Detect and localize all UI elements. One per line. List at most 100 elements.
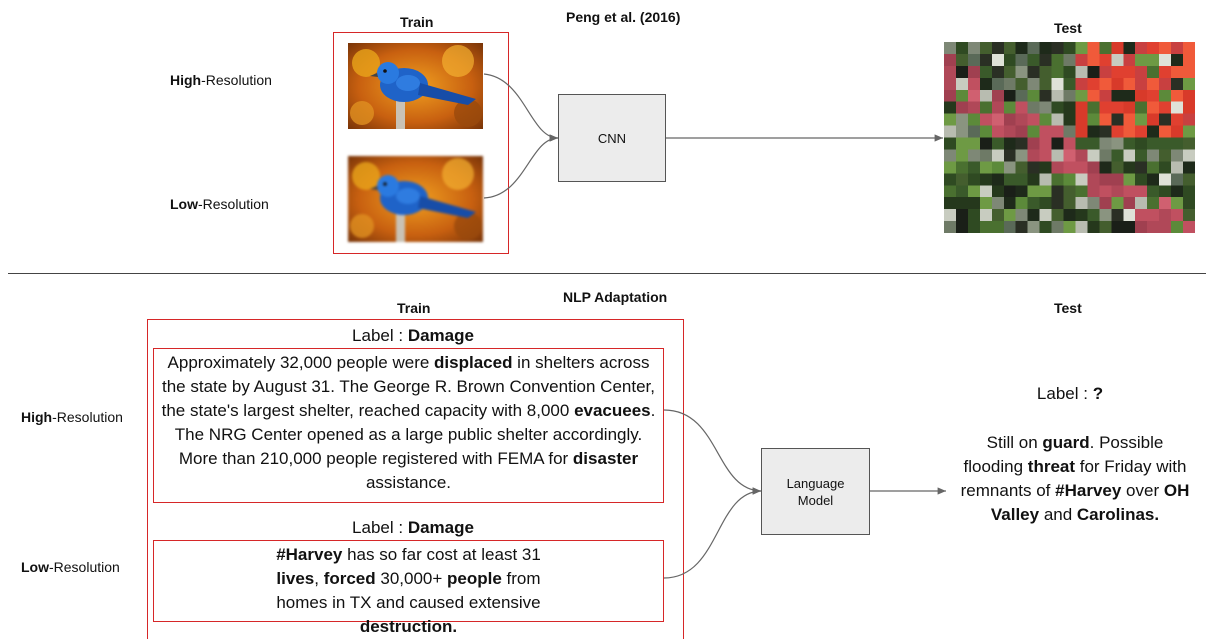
pixel-cell	[1051, 42, 1065, 55]
pixel-cell	[1123, 173, 1136, 186]
pixel-cell	[1099, 65, 1112, 79]
pixel-cell	[1171, 113, 1184, 127]
pixel-cell	[1087, 173, 1100, 186]
pixel-cell	[1039, 89, 1053, 103]
pixel-cell	[1015, 137, 1029, 151]
pixel-cell	[967, 197, 981, 210]
pixel-cell	[1135, 89, 1148, 103]
pixel-cell	[1159, 161, 1172, 174]
pixel-cell	[1159, 101, 1172, 115]
pixel-cell	[1183, 53, 1196, 67]
pixel-cell	[1171, 53, 1184, 67]
pixel-cell	[1039, 221, 1053, 234]
pixel-cell	[1135, 53, 1148, 67]
pixel-cell	[979, 161, 993, 174]
pixel-cell	[1099, 53, 1112, 67]
pixel-cell	[944, 209, 957, 222]
pixel-cell	[967, 65, 981, 79]
pixel-cell	[1075, 101, 1089, 115]
pixel-cell	[967, 185, 981, 198]
pixel-cell	[1051, 101, 1065, 115]
pixel-cell	[1099, 125, 1112, 139]
pixel-cell	[979, 197, 993, 210]
pixel-cell	[1039, 77, 1053, 91]
pixel-cell	[1147, 113, 1160, 127]
pixel-cell	[1003, 101, 1017, 115]
pixel-cell	[1027, 42, 1041, 55]
pixel-cell	[955, 137, 969, 151]
pixel-cell	[955, 209, 969, 222]
pixel-cell	[1063, 221, 1077, 234]
pixel-cell	[1051, 221, 1065, 234]
pixel-cell	[1039, 149, 1053, 162]
pixel-cell	[967, 149, 981, 162]
pixel-cell	[1063, 42, 1077, 55]
pixel-cell	[1099, 209, 1112, 222]
pixel-cell	[1147, 42, 1160, 55]
pixel-cell	[1063, 113, 1077, 127]
pixel-cell	[1111, 185, 1124, 198]
low-text-to-model-arrow	[663, 487, 762, 579]
pixel-cell	[1099, 137, 1112, 151]
pixel-cell	[1111, 197, 1124, 210]
pixel-cell	[1063, 101, 1077, 115]
high-text-to-model-arrow	[663, 409, 762, 495]
pixel-cell	[991, 197, 1005, 210]
pixel-cell	[1183, 65, 1196, 79]
pixel-cell	[1171, 89, 1184, 103]
pixel-cell	[979, 42, 993, 55]
pixel-cell	[1039, 125, 1053, 139]
language-model-line1: Language	[786, 475, 845, 491]
pixel-cell	[1039, 101, 1053, 115]
pixel-cell	[1087, 77, 1100, 91]
pixel-cell	[1039, 185, 1053, 198]
pixel-cell	[1039, 161, 1053, 174]
pixel-cell	[944, 161, 957, 174]
pixel-cell	[1003, 53, 1017, 67]
pixel-cell	[1063, 173, 1077, 186]
low-label: Label : Damage	[352, 518, 474, 537]
low-res-test-image	[944, 42, 1196, 234]
pixel-cell	[1087, 185, 1100, 198]
pixel-cell	[1003, 125, 1017, 139]
pixel-cell	[1111, 65, 1124, 79]
pixel-cell	[1147, 209, 1160, 222]
pixel-cell	[1099, 161, 1112, 174]
pixel-cell	[1147, 89, 1160, 103]
pixel-cell	[1123, 113, 1136, 127]
pixel-cell	[1075, 42, 1089, 55]
pixel-cell	[944, 125, 957, 139]
pixel-cell	[1063, 161, 1077, 174]
pixel-cell	[991, 101, 1005, 115]
pixel-cell	[1123, 101, 1136, 115]
pixel-cell	[944, 42, 957, 55]
pixel-cell	[955, 125, 969, 139]
pixel-cell	[955, 113, 969, 127]
pixel-cell	[1159, 113, 1172, 127]
pixel-cell	[979, 185, 993, 198]
pixel-cell	[1075, 137, 1089, 151]
pixel-cell	[1027, 101, 1041, 115]
pixel-cell	[1159, 221, 1172, 234]
pixel-cell	[1171, 197, 1184, 210]
paper-title: Peng et al. (2016)	[566, 9, 681, 25]
pixel-cell	[1087, 197, 1100, 210]
pixel-cell	[1099, 101, 1112, 115]
pixel-cell	[1051, 137, 1065, 151]
pixel-cell	[1159, 89, 1172, 103]
pixel-cell	[1135, 137, 1148, 151]
pixel-cell	[944, 185, 957, 198]
pixel-cell	[1027, 221, 1041, 234]
pixel-cell	[1027, 209, 1041, 222]
pixel-cell	[1123, 77, 1136, 91]
pixel-cell	[979, 209, 993, 222]
pixel-cell	[1051, 65, 1065, 79]
pixel-cell	[1099, 149, 1112, 162]
pixel-cell	[1159, 185, 1172, 198]
pixel-cell	[1027, 89, 1041, 103]
pixel-cell	[1183, 221, 1196, 234]
pixel-cell	[1063, 65, 1077, 79]
pixel-cell	[979, 53, 993, 67]
pixel-cell	[1111, 221, 1124, 234]
pixel-cell	[1027, 65, 1041, 79]
